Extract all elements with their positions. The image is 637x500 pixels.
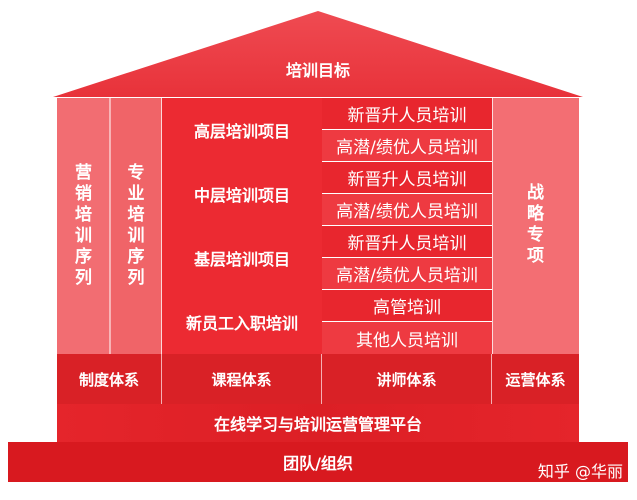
pillar-marketing: 营销培训序列 xyxy=(57,160,110,292)
program-newhire: 新员工入职培训 xyxy=(162,290,322,354)
program-item: 高管培训 xyxy=(322,290,492,322)
platform-label: 在线学习与培训运营管理平台 xyxy=(213,415,422,434)
pillar-marketing-label: 营销培训序列 xyxy=(75,163,92,288)
roof-shape xyxy=(53,11,583,97)
program-item: 高潜/绩优人员培训 xyxy=(322,194,492,226)
system-lecturer: 讲师体系 xyxy=(322,354,492,404)
program-item: 高潜/绩优人员培训 xyxy=(322,130,492,162)
program-item: 新晋升人员培训 xyxy=(322,226,492,258)
foundation-label: 团队/组织 xyxy=(283,454,353,473)
program-item: 高潜/绩优人员培训 xyxy=(322,258,492,290)
program-middle: 中层培训项目 xyxy=(162,162,322,226)
system-institution: 制度体系 xyxy=(57,354,162,404)
program-item: 新晋升人员培训 xyxy=(322,162,492,194)
program-junior: 基层培训项目 xyxy=(162,226,322,290)
left-pillar-1 xyxy=(57,98,110,354)
right-pillar-shape xyxy=(492,98,579,354)
program-item: 其他人员培训 xyxy=(322,322,492,354)
pillar-professional-label: 专业培训序列 xyxy=(127,163,145,288)
platform-shape xyxy=(57,404,579,442)
foundation-shape xyxy=(8,442,628,482)
roof-title: 培训目标 xyxy=(285,61,350,80)
pillar-professional: 专业培训序列 xyxy=(110,160,162,292)
pillar-strategy: 战略专项 xyxy=(492,170,579,280)
watermark: 知乎 @华丽 xyxy=(537,462,623,481)
program-senior: 高层培训项目 xyxy=(162,98,322,162)
program-item: 新晋升人员培训 xyxy=(322,98,492,130)
system-operation: 运营体系 xyxy=(492,354,579,404)
system-curriculum: 课程体系 xyxy=(162,354,322,404)
left-pillar-2 xyxy=(110,98,162,354)
pillar-strategy-label: 战略专项 xyxy=(527,183,544,266)
